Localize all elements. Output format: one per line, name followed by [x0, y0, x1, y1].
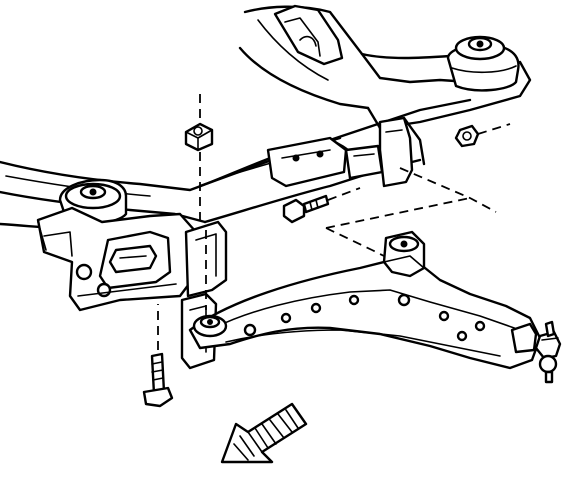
control-arm [188, 230, 542, 370]
nut [184, 122, 214, 152]
rear-body-mount [446, 35, 520, 92]
bolt-rear [454, 123, 511, 148]
upper-rear-bracket [273, 4, 344, 66]
bolt-centerline [199, 152, 207, 310]
bolt-mid [282, 187, 361, 224]
ball-joint [510, 320, 562, 384]
bolt-lower [142, 304, 174, 408]
middle-bracket [266, 136, 384, 188]
front-bushing [192, 314, 228, 338]
left-mount-bracket [36, 206, 198, 312]
frame-upper-rail [238, 5, 532, 130]
direction-arrow [220, 402, 308, 464]
